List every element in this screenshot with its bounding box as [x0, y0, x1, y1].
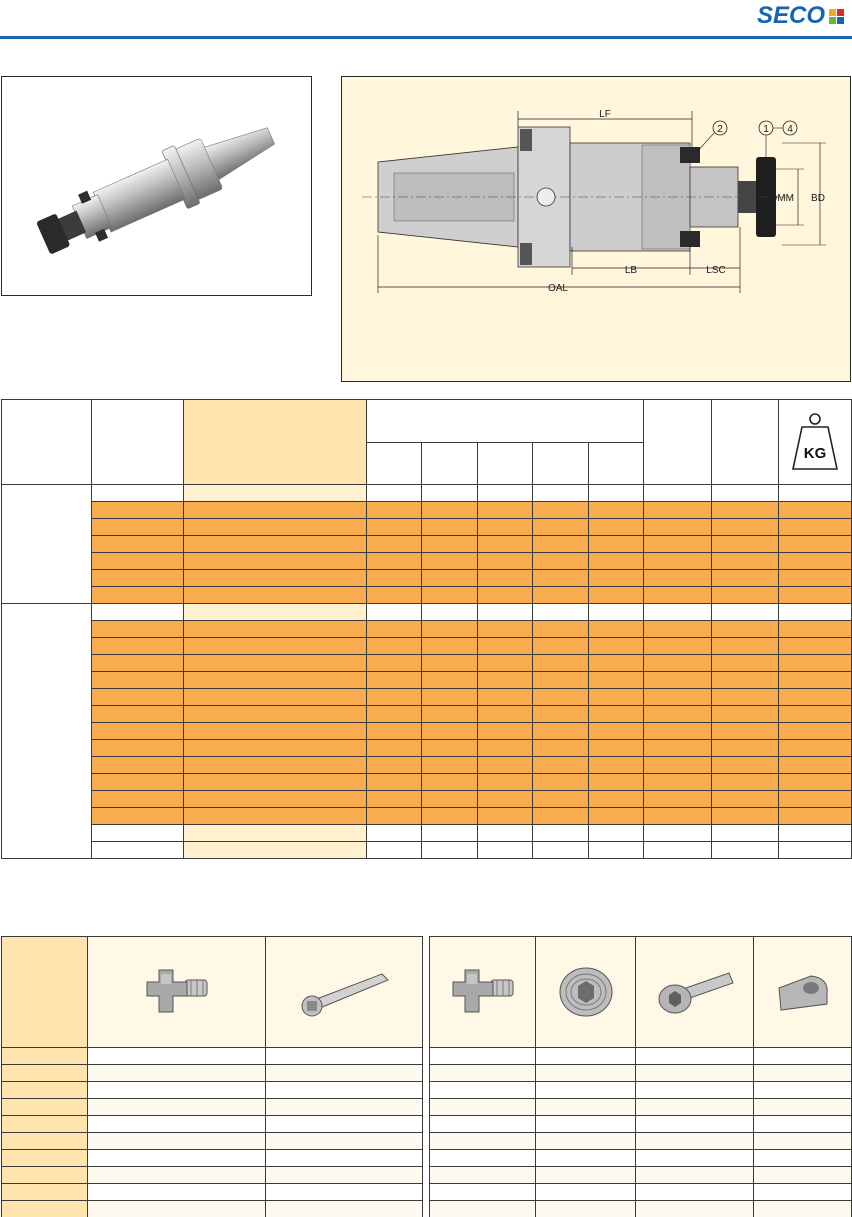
- table-row: [2, 705, 852, 723]
- table-row: [1, 1047, 423, 1065]
- brand-wordmark: SECO: [756, 2, 825, 29]
- spec-header-dim-1: [366, 441, 422, 485]
- table-row: [2, 535, 852, 553]
- table-row: [2, 552, 852, 570]
- table-row: [429, 1200, 852, 1217]
- table-row: [2, 569, 852, 587]
- accessory-header-cross-screw: [87, 936, 266, 1048]
- table-row: [2, 688, 852, 706]
- table-row: [429, 1115, 852, 1133]
- table-row: [429, 1047, 852, 1065]
- technical-drawing: LF 2 1 4 DMM BD LB LSC OAL: [341, 76, 851, 382]
- spec-header-dimensions: [365, 399, 645, 443]
- accessory-table-right: [429, 936, 852, 1217]
- table-row: [1, 1098, 423, 1116]
- cross-screw-icon: [146, 969, 207, 1013]
- dim-oal-label: OAL: [548, 283, 568, 294]
- table-row: [2, 773, 852, 791]
- spec-header-ordering-code: [183, 399, 367, 485]
- table-row: [1, 1132, 423, 1150]
- callout-2: 2: [717, 124, 723, 135]
- tool-holder-image: [36, 127, 275, 254]
- table-row: [2, 722, 852, 740]
- brand-squares-icon: [829, 8, 844, 24]
- table-row: [1, 1149, 423, 1167]
- spec-header-dim-4: [532, 441, 589, 485]
- spec-header-col10: [711, 399, 780, 485]
- table-row: [2, 841, 852, 859]
- table-row: [2, 654, 852, 672]
- table-row: [1, 1183, 423, 1201]
- table-row: [2, 790, 852, 808]
- accessory-header-screw: [635, 936, 754, 1048]
- spec-header-type: [1, 399, 92, 485]
- table-row: [2, 739, 852, 757]
- table-row: [429, 1081, 852, 1099]
- table-row: [2, 756, 852, 774]
- spec-header-dim-3: [477, 441, 533, 485]
- key-wrench-icon: [301, 973, 389, 1017]
- brand-logo: SECO: [756, 2, 844, 29]
- accessory-header-sleeve: [535, 936, 636, 1048]
- table-row: [429, 1183, 852, 1201]
- table-row: [429, 1166, 852, 1184]
- table-row: [2, 637, 852, 655]
- table-row: [429, 1064, 852, 1082]
- spec-header-dim-2: [421, 441, 478, 485]
- row-group-b: [1, 603, 92, 859]
- dim-dmm-label: DMM: [770, 193, 794, 204]
- accessory-header-cross-screw-b: [429, 936, 536, 1048]
- table-row: [429, 1132, 852, 1150]
- accessory-header-side: [1, 936, 88, 1048]
- table-row: [2, 586, 852, 604]
- clamp-block-icon: [777, 975, 828, 1011]
- table-row: [1, 484, 852, 604]
- socket-head-screw-icon: [658, 972, 734, 1014]
- table-row: [1, 1115, 423, 1133]
- table-row: [2, 671, 852, 689]
- spec-header-dim-5: [587, 441, 645, 485]
- table-row: [2, 807, 852, 825]
- cross-screw-icon: [452, 969, 513, 1013]
- weight-icon-text: KG: [804, 445, 827, 462]
- table-row: [2, 620, 852, 638]
- table-row: [1, 1064, 423, 1082]
- spec-table: KG: [1, 399, 852, 859]
- table-row: [429, 1149, 852, 1167]
- callout-1: 1: [763, 124, 769, 135]
- spec-header-size: [91, 399, 184, 485]
- accessory-table-left: [1, 936, 423, 1217]
- holder-dimension-drawing: LF 2 1 4 DMM BD LB LSC OAL: [362, 109, 826, 294]
- header-rule: [0, 36, 852, 39]
- spec-header-col9: [643, 399, 713, 485]
- dim-lsc-label: LSC: [706, 265, 725, 276]
- table-row: [1, 1166, 423, 1184]
- accessory-header-clamp: [753, 936, 852, 1048]
- callout-4: 4: [787, 124, 793, 135]
- table-row: [2, 501, 852, 519]
- threaded-sleeve-icon: [559, 967, 612, 1017]
- table-row: [2, 518, 852, 536]
- table-row: [429, 1098, 852, 1116]
- table-row: [2, 824, 852, 842]
- table-row: [1, 1200, 423, 1217]
- dim-bd-label: BD: [811, 193, 825, 204]
- product-photo: [1, 76, 312, 296]
- accessory-header-key: [265, 936, 423, 1048]
- spec-header-weight: KG: [778, 399, 852, 485]
- table-row: [1, 603, 852, 859]
- dim-lb-label: LB: [625, 265, 638, 276]
- weight-icon: KG: [792, 413, 839, 470]
- row-group-a: [1, 484, 92, 604]
- table-row: [1, 1081, 423, 1099]
- dim-lf-label: LF: [599, 109, 611, 120]
